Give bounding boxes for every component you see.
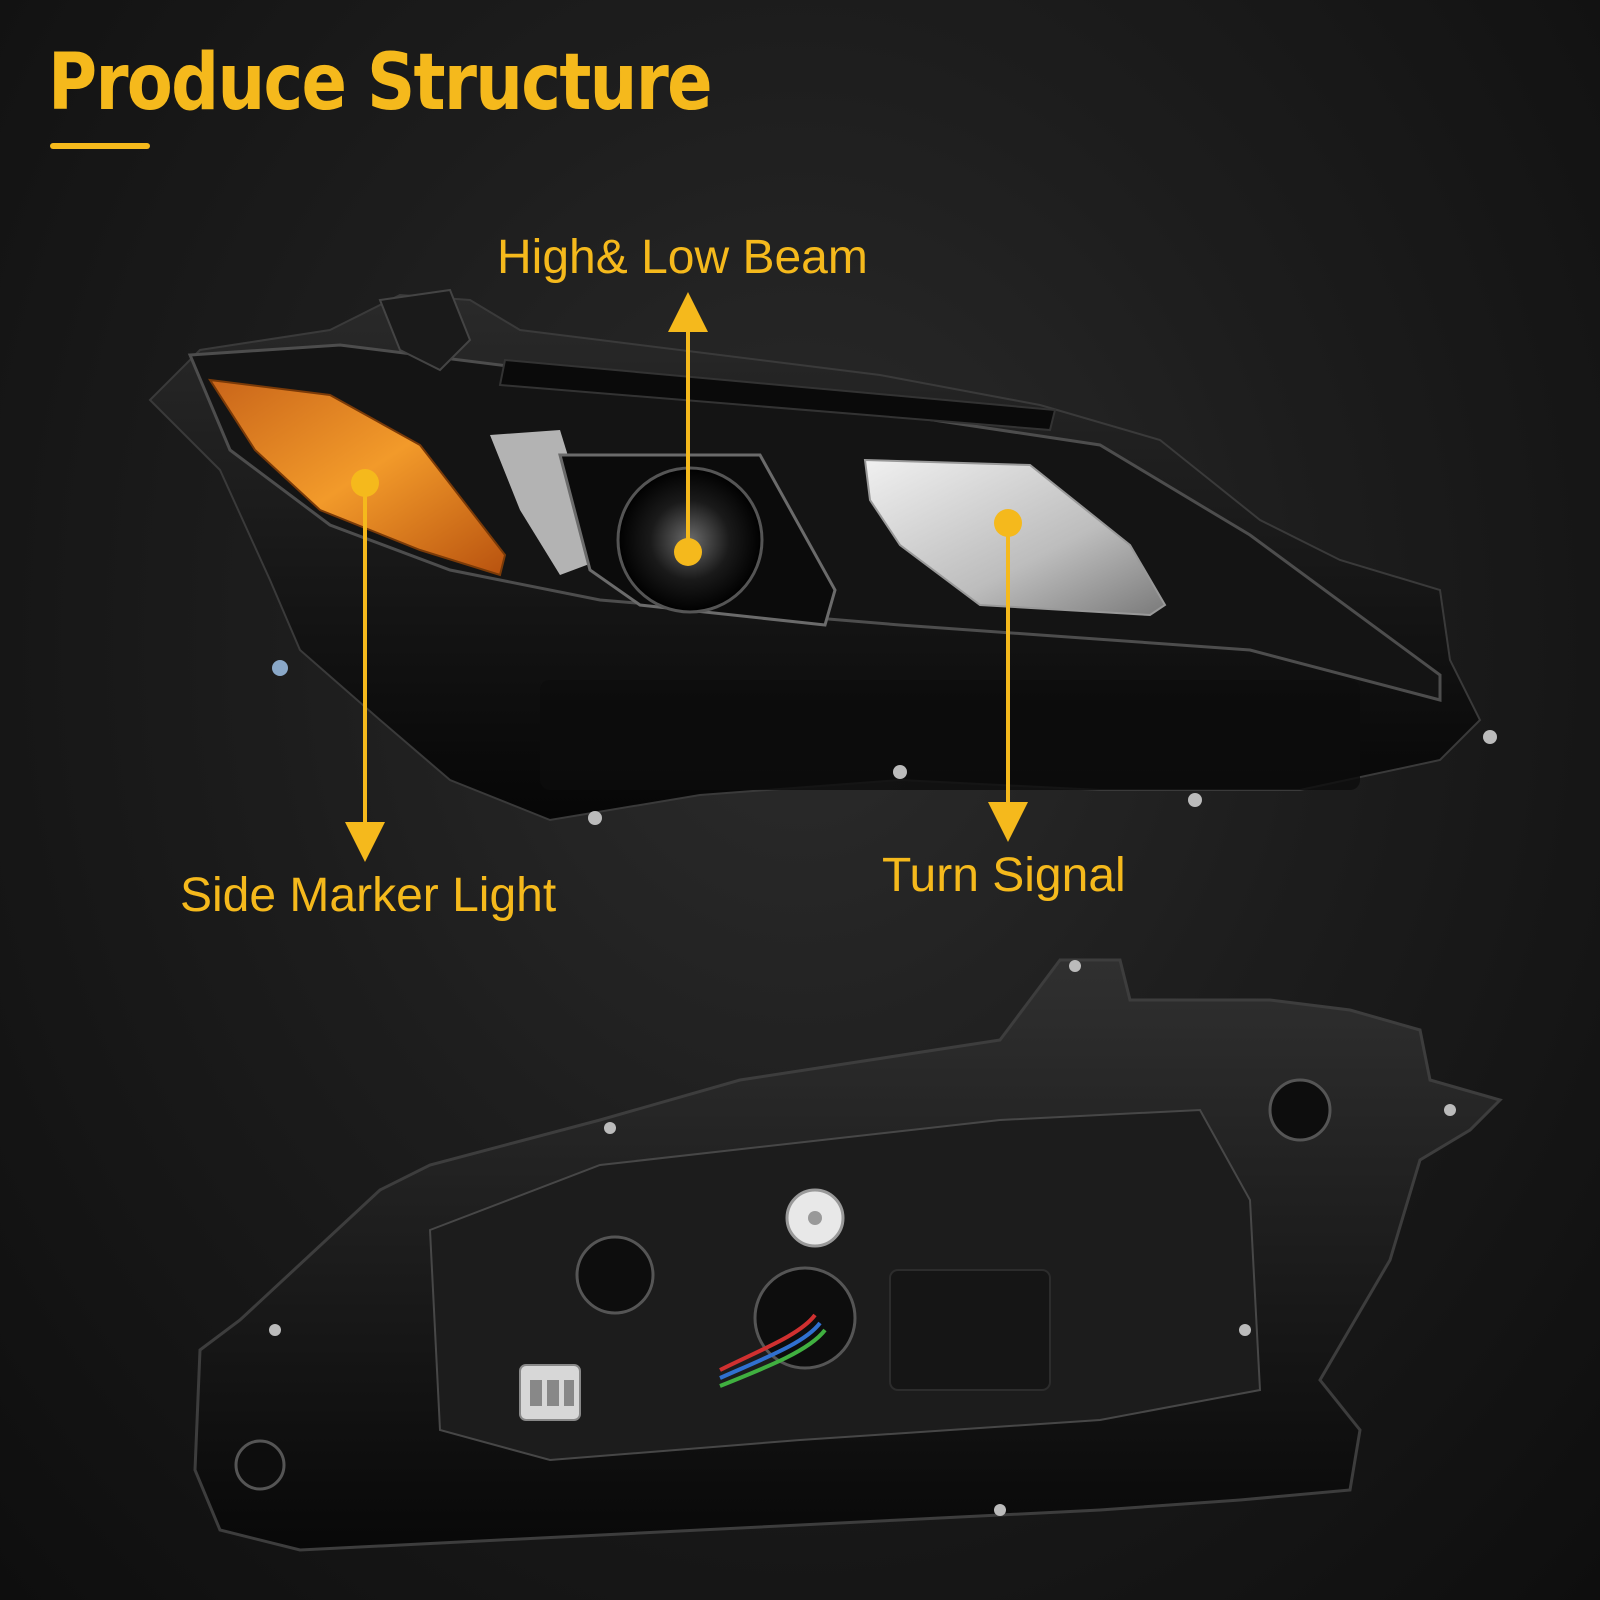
adjuster-cap-center <box>808 1211 822 1225</box>
connector-pin <box>530 1380 542 1406</box>
callout-turn-signal: Turn Signal <box>882 849 1126 902</box>
wire-harness <box>719 1328 827 1388</box>
wire-harness <box>719 1313 817 1372</box>
turn-signal-dot <box>994 509 1022 537</box>
side-marker-dot <box>351 469 379 497</box>
callout-side-marker-light: Side Marker Light <box>180 869 557 922</box>
rear-label-plate <box>889 1269 1051 1391</box>
rear-headlight <box>193 958 1503 1552</box>
rear-vent <box>1268 1078 1332 1142</box>
connector-pin <box>547 1380 559 1406</box>
rear-screw <box>1239 1324 1251 1336</box>
lower-housing <box>540 680 1360 790</box>
drl-strip <box>490 430 600 575</box>
title-underline <box>50 143 150 149</box>
rear-vent <box>234 1439 286 1491</box>
rear-screw <box>994 1504 1006 1516</box>
callout-pointers <box>345 292 1028 862</box>
front-headlight <box>148 288 1497 825</box>
mount-screw <box>272 660 288 676</box>
rear-screw <box>1444 1104 1456 1116</box>
callout-high-low-beam: High& Low Beam <box>497 231 868 284</box>
mount-screw <box>1188 793 1202 807</box>
rear-screw <box>604 1122 616 1134</box>
wire-harness <box>719 1321 822 1380</box>
mounting-bracket-top <box>378 288 472 372</box>
connector-pin <box>564 1380 574 1406</box>
bulb-socket <box>753 1266 857 1370</box>
rear-screw <box>269 1324 281 1336</box>
rear-panel <box>428 1108 1262 1462</box>
beam-marker-dot <box>674 538 702 566</box>
turn-signal-lens <box>863 458 1167 617</box>
mount-screw <box>1483 730 1497 744</box>
mount-screw <box>893 765 907 779</box>
rear-socket <box>575 1235 655 1315</box>
top-bar <box>498 358 1057 432</box>
rear-screw <box>1069 960 1081 972</box>
mount-screw <box>588 811 602 825</box>
page-title: Produce Structure <box>48 38 713 128</box>
